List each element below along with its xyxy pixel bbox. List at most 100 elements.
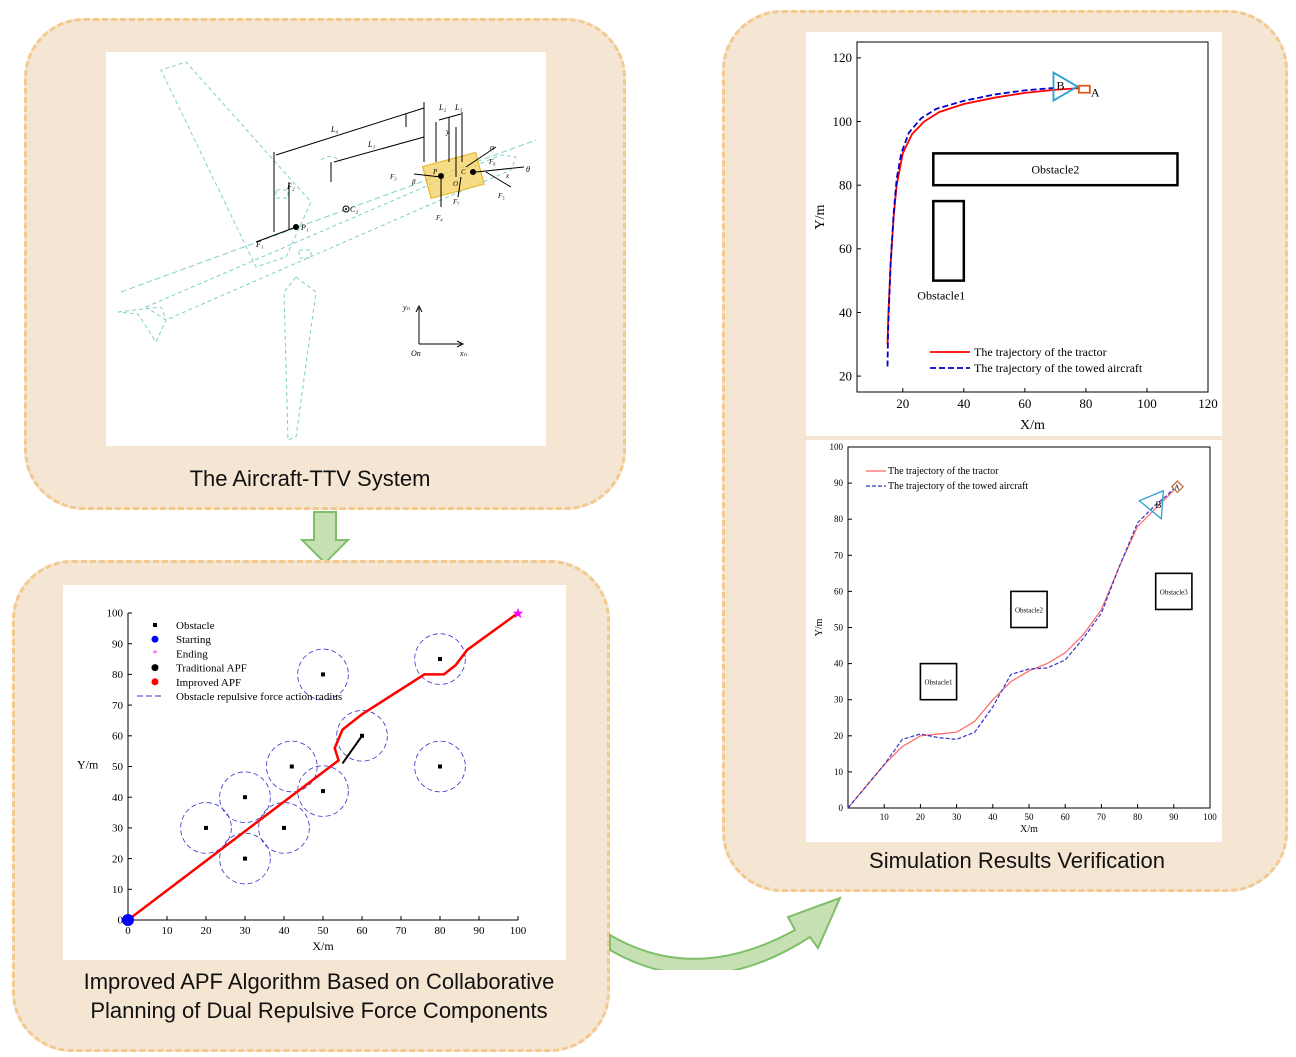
x-tick-label: 10 <box>880 812 890 822</box>
y-axis-label: Y/m <box>813 204 828 229</box>
obstacle-point <box>243 856 247 861</box>
obstacle-point <box>243 795 247 800</box>
label-y: y <box>445 127 450 136</box>
label-f7: F₇ <box>452 198 460 206</box>
obstacle-rect <box>932 152 1179 187</box>
marker-a-label: A <box>1091 86 1100 100</box>
y-tick-label: 100 <box>833 114 853 129</box>
label-f3: F₃ <box>389 173 397 181</box>
label-f5: F₅ <box>497 192 505 200</box>
obstacle-point <box>289 764 294 769</box>
x-tick-label: 120 <box>1198 396 1218 411</box>
legend-tractor-label: The trajectory of the tractor <box>888 466 999 477</box>
label-l1: L₁ <box>367 140 375 149</box>
y-tick-label: 10 <box>834 767 844 777</box>
legend-tractor-label: The trajectory of the tractor <box>974 345 1107 359</box>
obstacle-point <box>282 825 286 830</box>
legend-aircraft-label: The trajectory of the towed aircraft <box>974 361 1143 375</box>
x-tick-label: 60 <box>1018 396 1031 411</box>
label-f1: F₁ <box>255 240 264 249</box>
y-tick-label: 90 <box>834 478 844 488</box>
curved-arrow-icon <box>609 896 842 970</box>
tractor-marker <box>1077 84 1091 94</box>
label-p: P <box>432 168 438 176</box>
marker-b-label: B <box>1056 79 1064 93</box>
x-tick-label: 70 <box>396 925 408 937</box>
y-tick-label: 30 <box>834 695 844 705</box>
apf-caption: Improved APF Algorithm Based on Collabor… <box>24 967 614 1025</box>
x-axis-label: X/m <box>312 939 334 953</box>
label-f4: F₄ <box>435 214 443 222</box>
obstacle-radius <box>219 771 271 823</box>
y-tick-label: 50 <box>112 761 124 773</box>
x-tick-label: 80 <box>1079 396 1092 411</box>
obstacle-radius <box>297 648 349 701</box>
x-axis-label: X/m <box>1020 824 1038 835</box>
end-marker: ★ <box>512 607 525 622</box>
x-tick-label: 60 <box>357 925 369 937</box>
y-tick-label: 60 <box>112 730 124 742</box>
world-axes <box>415 304 465 348</box>
obstacle-point <box>321 789 325 794</box>
down-arrow-icon <box>300 511 350 565</box>
obstacle-rect <box>1010 590 1048 629</box>
x-tick-label: 80 <box>1133 812 1143 822</box>
axis-x-label: xₙ <box>459 349 468 358</box>
towed-aircraft-marker <box>1052 70 1080 103</box>
x-tick-label: 20 <box>896 396 909 411</box>
legend-label: Obstacle repulsive force action radius <box>176 691 342 703</box>
legend-label: Ending <box>176 648 208 660</box>
label-c2: C₂ <box>350 205 358 214</box>
sim-caption: Simulation Results Verification <box>869 848 1165 873</box>
obstacle-rect <box>1154 572 1193 611</box>
y-tick-label: 90 <box>112 638 124 650</box>
label-alpha: α <box>490 143 495 152</box>
x-axis-label: X/m <box>1020 418 1045 433</box>
towed-aircraft-marker <box>1138 489 1165 521</box>
label-x: x <box>505 172 510 180</box>
x-tick-label: 20 <box>916 812 926 822</box>
axes-frame <box>856 41 1209 393</box>
obstacle-label: Obstacle2 <box>1015 606 1043 614</box>
legend-traditional-mark <box>151 664 159 672</box>
axis-origin-label: On <box>411 349 421 358</box>
obstacle-point <box>360 733 364 738</box>
marker-b-label: B <box>1155 500 1161 510</box>
y-tick-label: 120 <box>833 50 853 65</box>
label-o: O <box>453 180 458 188</box>
label-l2: L₂ <box>438 103 446 112</box>
y-tick-label: 80 <box>834 514 844 524</box>
obstacle-point <box>438 764 442 769</box>
y-tick-label: 70 <box>112 700 124 712</box>
y-tick-label: 10 <box>112 884 124 896</box>
y-tick-label: 0 <box>118 915 124 927</box>
marker-a-label: A <box>1174 484 1179 492</box>
y-tick-label: 20 <box>112 853 124 865</box>
legend-start-mark <box>151 635 159 643</box>
y-tick-label: 70 <box>834 550 844 560</box>
legend-end-mark: * <box>153 648 158 658</box>
legend-obstacle-mark <box>153 623 157 627</box>
y-tick-label: 40 <box>834 659 844 669</box>
x-tick-label: 70 <box>1097 812 1107 822</box>
y-tick-label: 100 <box>107 608 124 620</box>
x-tick-label: 60 <box>1061 812 1071 822</box>
obstacle-radius <box>297 765 349 817</box>
legend-aircraft-label: The trajectory of the towed aircraft <box>888 481 1028 492</box>
y-tick-label: 20 <box>839 368 852 383</box>
aircraft-svg: L₀ L₁ L₂ L₃ y α θ x P₁ C₂ F₁ F₂ F₃ F₄ F₅… <box>117 61 537 441</box>
aircraft-caption: The Aircraft-TTV System <box>189 466 431 491</box>
x-tick-label: 40 <box>957 396 970 411</box>
trajectory-line <box>886 86 1056 367</box>
obstacle-label: Obstacle1 <box>925 679 953 687</box>
trajectory-line <box>886 87 1080 345</box>
improved-path <box>127 611 519 921</box>
label-f2: F₂ <box>286 182 295 191</box>
label-f6: F₆ <box>488 158 496 166</box>
apf-caption-line1: Improved APF Algorithm Based on Collabor… <box>83 969 555 994</box>
obstacle-point <box>321 672 325 677</box>
